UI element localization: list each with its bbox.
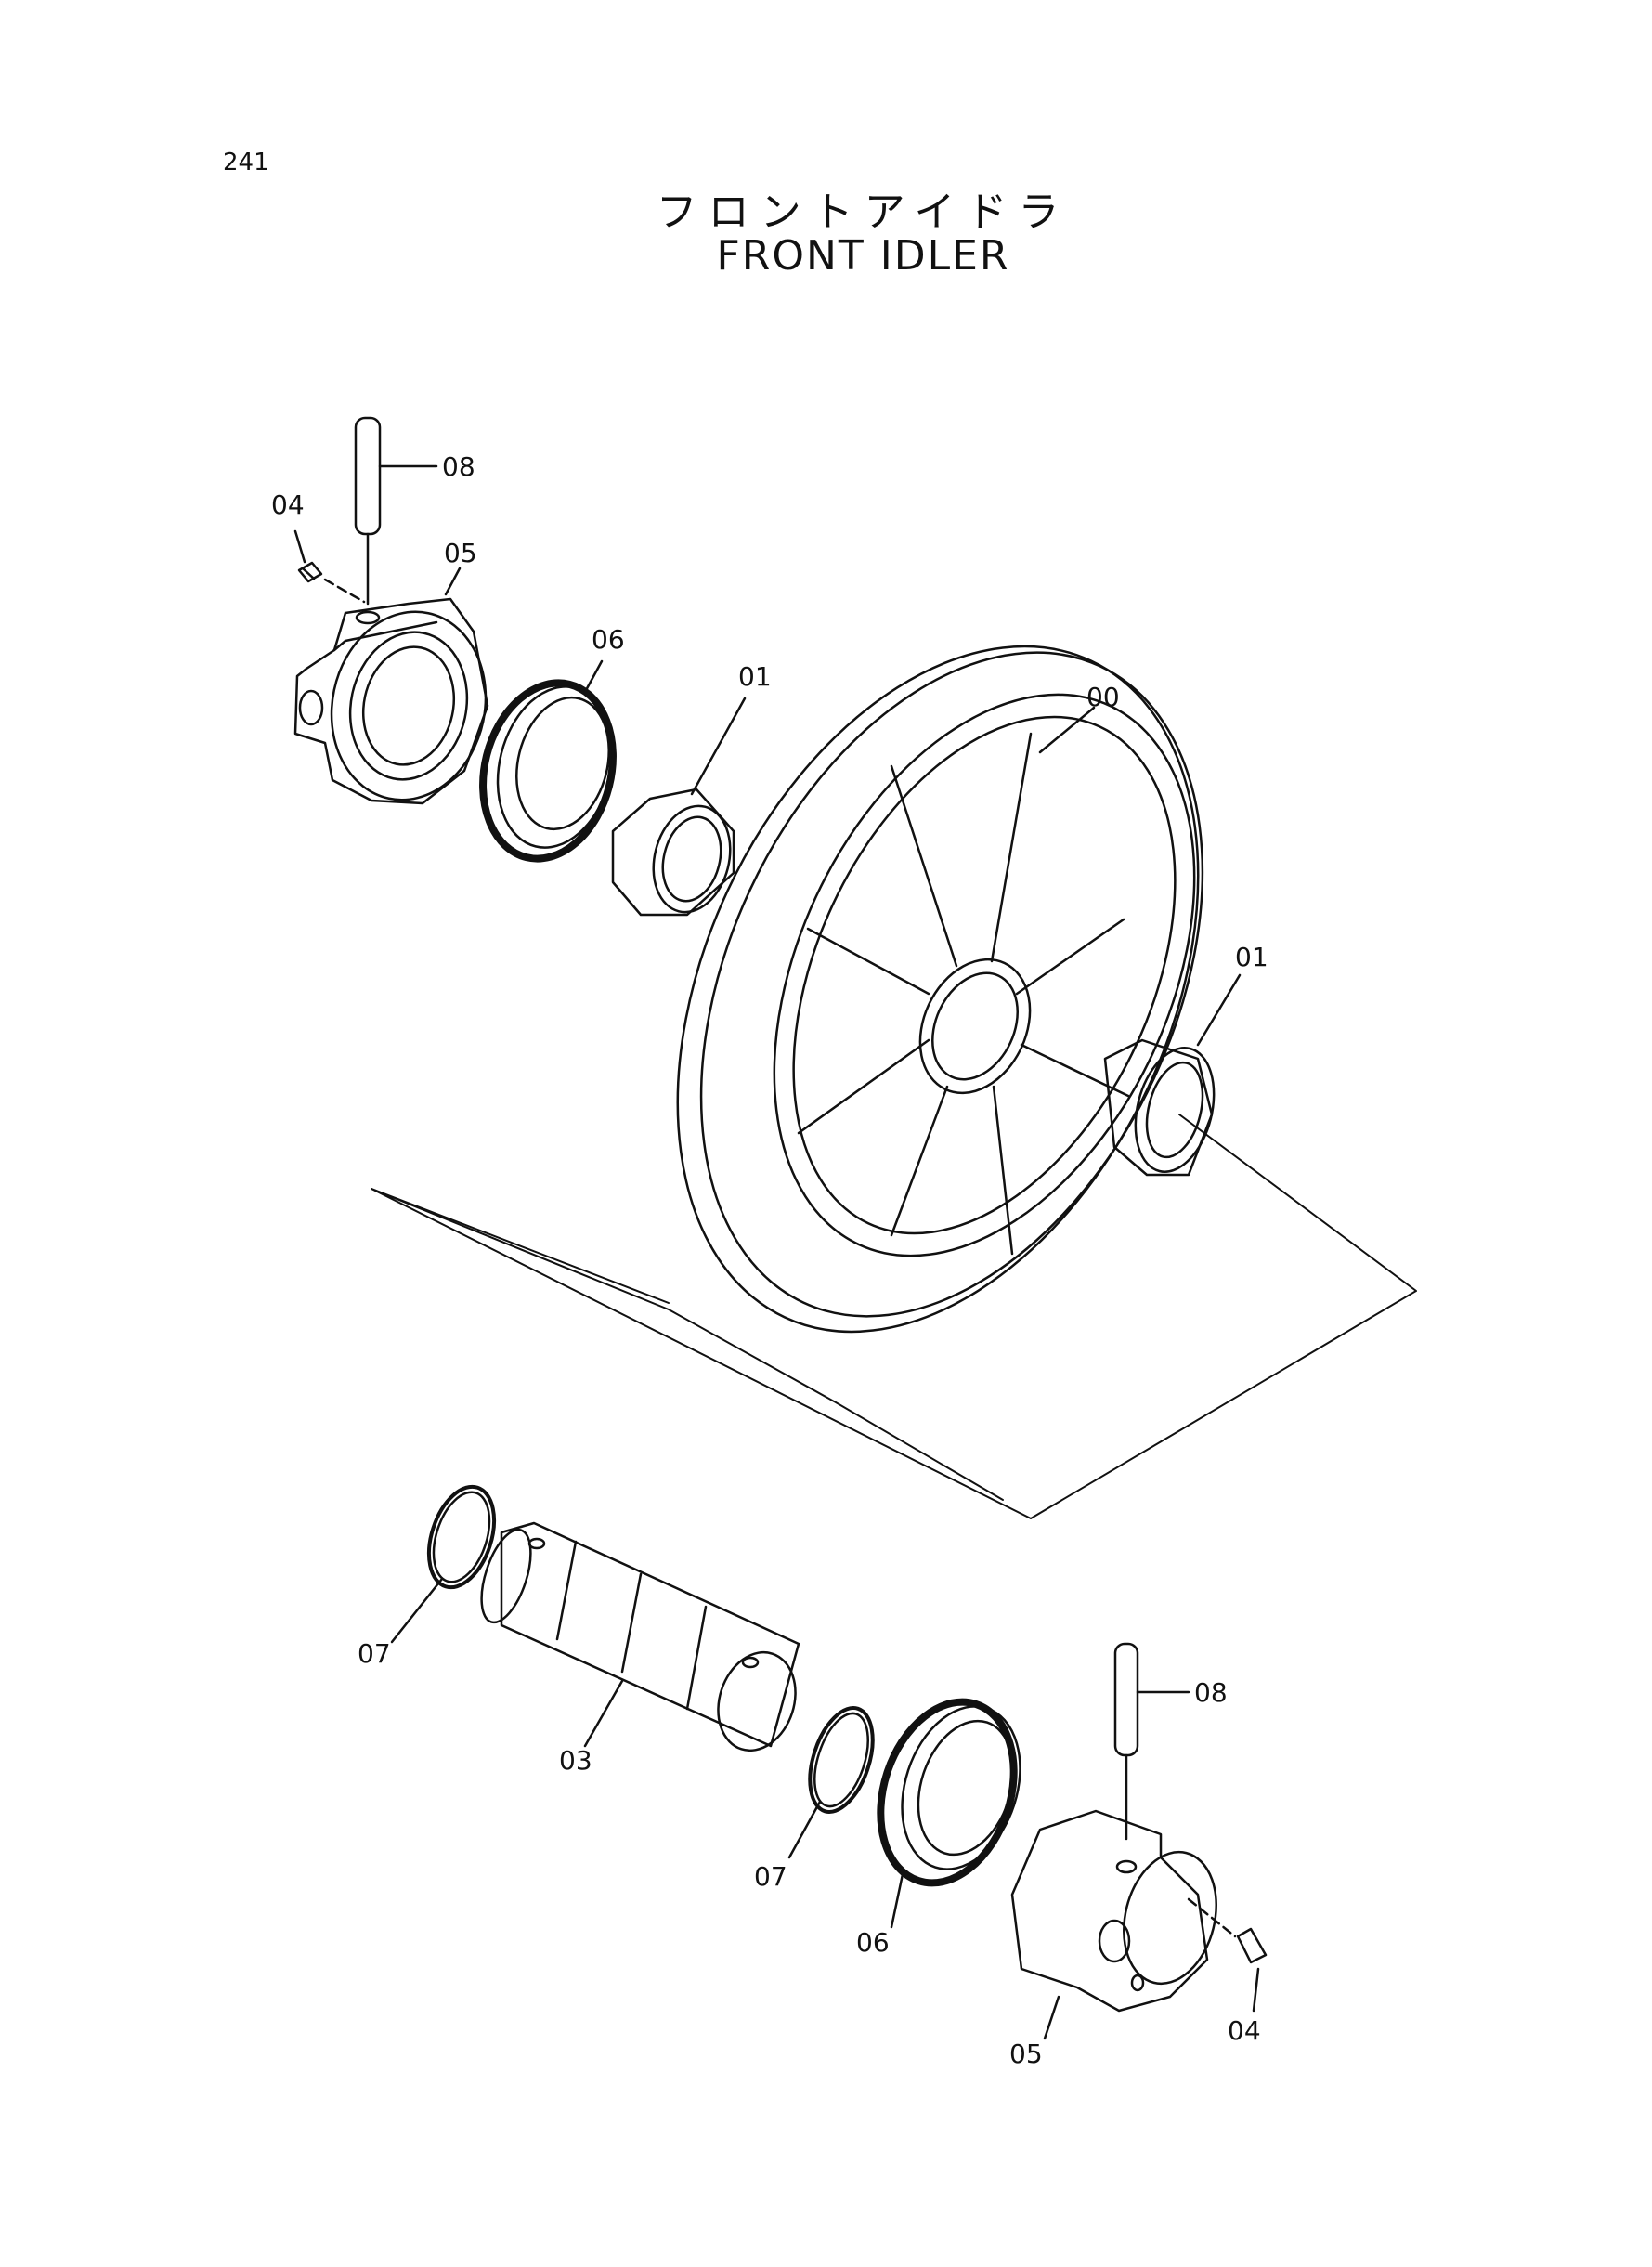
leader-07-right bbox=[787, 1800, 822, 1859]
callout-05-bottom: 05 bbox=[1009, 2039, 1043, 2069]
leader-01-right bbox=[1196, 973, 1242, 1047]
callout-08-bottom: 08 bbox=[1194, 1677, 1228, 1708]
leader-05-top bbox=[444, 567, 462, 596]
screw-04-top bbox=[297, 561, 323, 583]
callout-05-top: 05 bbox=[444, 538, 477, 568]
seal-06-top bbox=[479, 679, 617, 863]
bracket-05-top bbox=[293, 597, 489, 805]
leader-06-top bbox=[583, 659, 604, 694]
wheel-spokes bbox=[797, 732, 1130, 1256]
centerline-04-top bbox=[323, 578, 366, 604]
leader-05-bottom bbox=[1043, 1995, 1060, 2040]
bracket-05-bottom bbox=[1010, 1809, 1217, 2013]
assembly-line bbox=[371, 1114, 1417, 1519]
leader-04-bottom bbox=[1252, 1967, 1260, 2013]
callout-08-top: 08 bbox=[442, 451, 475, 482]
leader-04-top bbox=[293, 529, 306, 564]
callout-03: 03 bbox=[559, 1745, 592, 1776]
bushing-01-right bbox=[1103, 1038, 1216, 1177]
callout-00: 00 bbox=[1086, 682, 1120, 712]
title-japanese: フロントアイドラ bbox=[656, 189, 1071, 236]
callout-07-right: 07 bbox=[754, 1861, 787, 1892]
seal-06-bottom bbox=[877, 1698, 1021, 1887]
assembly-line-2 bbox=[371, 1188, 670, 1304]
leader-07-left bbox=[390, 1577, 444, 1644]
pin-08-top bbox=[354, 416, 382, 606]
callout-01-right: 01 bbox=[1235, 942, 1268, 972]
leader-01-upper bbox=[690, 697, 747, 796]
bushing-01-upper bbox=[611, 788, 735, 917]
title-english: FRONT IDLER bbox=[716, 232, 1010, 280]
page-number: 241 bbox=[223, 149, 269, 176]
callout-04-top: 04 bbox=[271, 489, 305, 520]
o-ring-07-right bbox=[808, 1706, 875, 1814]
callout-01-upper: 01 bbox=[738, 661, 772, 692]
leader-03 bbox=[583, 1679, 624, 1748]
leader-06-bottom bbox=[890, 1872, 904, 1929]
idler-wheel-00 bbox=[676, 645, 1204, 1334]
screw-04-bottom bbox=[1236, 1927, 1268, 1964]
callout-06-bottom: 06 bbox=[856, 1927, 890, 1958]
leader-00 bbox=[1038, 706, 1096, 754]
pin-08-bottom bbox=[1113, 1642, 1139, 1841]
callout-07-left: 07 bbox=[358, 1638, 391, 1669]
callout-04-bottom: 04 bbox=[1228, 2015, 1261, 2046]
o-ring-07-left bbox=[426, 1484, 497, 1590]
centerline-04-bottom bbox=[1187, 1897, 1237, 1938]
shaft-03 bbox=[480, 1521, 800, 1752]
callout-06-top: 06 bbox=[592, 624, 625, 655]
